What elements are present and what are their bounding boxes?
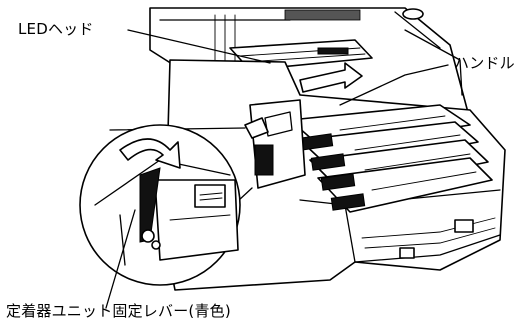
led-head-label: LEDヘッド — [18, 20, 94, 38]
handle-label: ハンドル — [454, 54, 515, 72]
fuser-lever-label: 定着器ユニット固定レバー(青色) — [6, 302, 231, 320]
lift-arrow — [299, 62, 363, 93]
toner-cartridges — [289, 104, 493, 213]
fuser-unit — [244, 99, 306, 189]
zoom-inset — [79, 124, 241, 286]
callout-lines — [105, 29, 449, 309]
